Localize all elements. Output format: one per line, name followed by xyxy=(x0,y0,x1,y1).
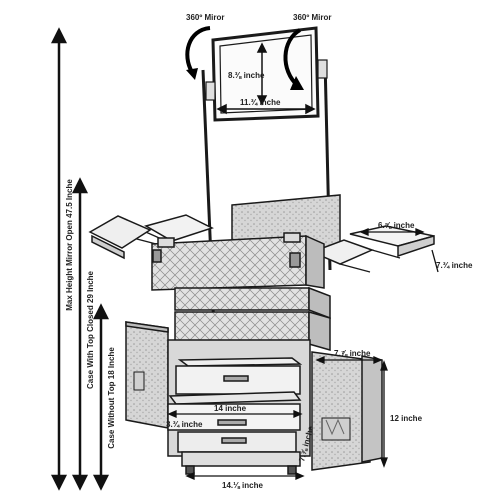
max-height-label: Max Height Mirror Open 47.5 Inche xyxy=(65,179,74,311)
case-without-top-label: Case Without Top 18 Inche xyxy=(107,347,116,449)
tray-depth-label: 7.¾ inche xyxy=(436,261,473,270)
side-width-dim xyxy=(315,356,383,364)
tray-width-label: 6.⅝ inche xyxy=(378,221,415,230)
side-width-label: 7.⅞ inche xyxy=(334,349,371,358)
rotate-icon-right xyxy=(283,28,302,88)
height-dimension-lines xyxy=(50,27,110,491)
right-door xyxy=(311,351,383,471)
rotate-arrowhead-left xyxy=(186,68,198,80)
middle-section xyxy=(174,286,331,351)
mirror-width-label: 11.¾ inche xyxy=(240,98,281,107)
drawer-width-label: 14 inche xyxy=(214,404,247,413)
left-door xyxy=(125,321,169,429)
drawer-width-dim xyxy=(167,410,303,418)
tray-depth-dim xyxy=(431,249,439,273)
drawer-height-label: 3.¾ inche xyxy=(166,420,203,429)
mirror xyxy=(201,26,332,331)
rotate-arrowhead-right xyxy=(290,76,304,90)
base-width-dim xyxy=(185,472,305,480)
rotate-icon-left xyxy=(185,26,211,74)
side-height-label: 12 inche xyxy=(390,414,423,423)
drawer-stack xyxy=(167,339,311,475)
mirror-left-label: 360º Miror xyxy=(186,13,225,22)
mirror-height-label: 8.⅜ inche xyxy=(228,71,265,80)
side-height-dim xyxy=(380,360,388,468)
tray-width-dim xyxy=(359,228,425,236)
case-closed-label: Case With Top Closed 29 Inche xyxy=(86,270,95,389)
mirror-width-dim xyxy=(216,103,316,115)
mirror-height-dim xyxy=(256,42,268,106)
mirror-right-label: 360º Miror xyxy=(293,13,332,22)
upper-compartment xyxy=(88,194,435,291)
base-width-label: 14.⅛ inche xyxy=(222,481,263,490)
